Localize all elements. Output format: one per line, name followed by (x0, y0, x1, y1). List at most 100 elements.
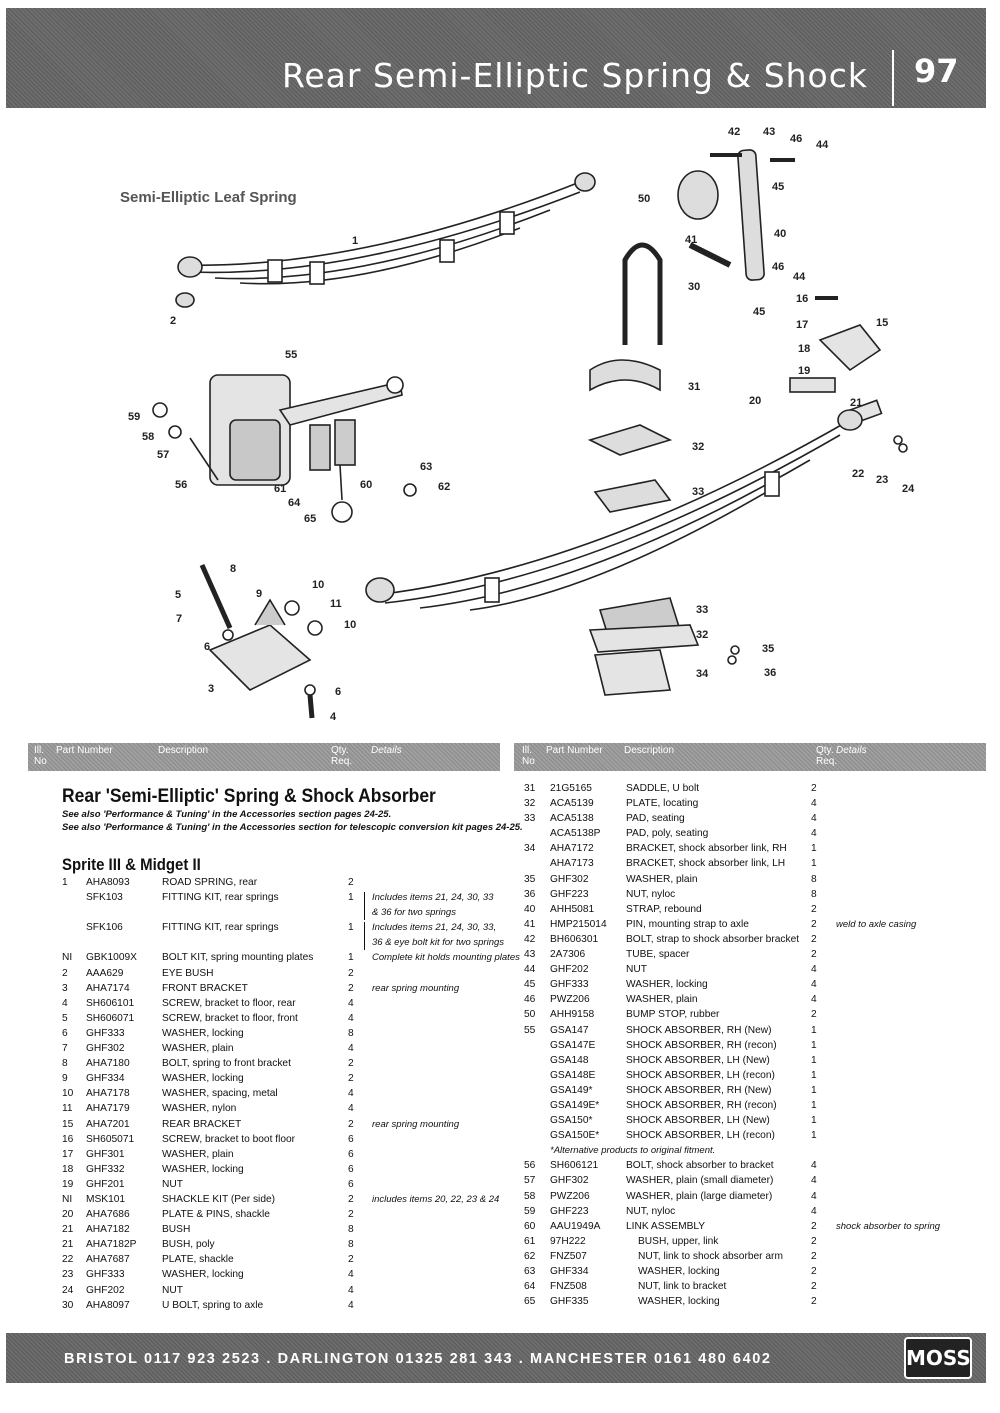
part-description: SHOCK ABSORBER, RH (New) (626, 1084, 772, 1096)
part-number: SH606071 (86, 1012, 135, 1024)
brace (360, 892, 365, 920)
front-bracket-drawing (199, 563, 323, 719)
ill-number: 42 (524, 933, 536, 945)
callout: 34 (696, 668, 709, 680)
quantity: 2 (348, 1209, 354, 1221)
details: Includes items 21, 24, 30, 33, (372, 922, 497, 934)
callout: 58 (142, 431, 154, 443)
part-description: U BOLT, spring to axle (162, 1299, 264, 1311)
ill-number: 57 (524, 1175, 536, 1187)
parts-row: 36 & eye bolt kit for two springs (62, 937, 504, 952)
part-number: GSA148 (550, 1054, 589, 1066)
part-number: HMP215014 (550, 918, 607, 930)
callout: 55 (285, 349, 297, 361)
part-number: AAA629 (86, 967, 124, 979)
part-description: SHOCK ABSORBER, LH (New) (626, 1054, 770, 1066)
part-description: ROAD SPRING, rear (162, 877, 258, 888)
part-description: WASHER, plain (large diameter) (626, 1190, 773, 1202)
part-number: GSA150E* (550, 1130, 600, 1142)
quantity: 1 (811, 858, 817, 870)
quantity: 1 (811, 1099, 817, 1111)
callout: 63 (420, 461, 432, 473)
part-number: GHF334 (550, 1266, 589, 1277)
ill-number: 60 (524, 1220, 536, 1232)
quantity: 1 (811, 1115, 817, 1127)
ill-number: 20 (62, 1209, 74, 1221)
part-number: ACA5138P (550, 828, 601, 840)
ill-number: 62 (524, 1250, 536, 1262)
ill-number: 46 (524, 994, 536, 1006)
callout: 15 (876, 317, 888, 329)
ill-number: 64 (524, 1281, 536, 1293)
callout: 43 (763, 126, 775, 138)
ill-number: 34 (524, 843, 536, 855)
quantity: 4 (348, 1284, 354, 1296)
part-description: BOLT KIT, spring mounting plates (162, 952, 314, 964)
ill-number: 40 (524, 903, 536, 915)
part-number: GBK1009X (86, 952, 137, 964)
part-number: GHF335 (550, 1296, 589, 1308)
parts-row: GSA150E*SHOCK ABSORBER, LH (recon)1 (524, 1130, 984, 1145)
part-number: SH606101 (86, 997, 135, 1009)
callout: 16 (796, 293, 808, 305)
parts-row: NI GBK1009X BOLT KIT, spring mounting plat… (62, 952, 520, 967)
ill-number: 45 (524, 979, 536, 991)
quantity: 1 (811, 843, 817, 855)
part-description: WASHER, locking (162, 1163, 244, 1175)
quantity: 1 (811, 1069, 817, 1081)
part-number: SH605071 (86, 1133, 135, 1145)
part-description: WASHER, locking (162, 1269, 244, 1281)
part-number: GHF332 (86, 1163, 125, 1175)
quantity: 4 (348, 1012, 354, 1024)
callout: 18 (798, 343, 810, 355)
callout: 42 (728, 126, 740, 138)
page-title: Rear Semi-Elliptic Spring & Shock (281, 56, 868, 95)
quantity: 2 (348, 1058, 354, 1070)
quantity: 8 (348, 1027, 354, 1039)
quantity: 8 (348, 1224, 354, 1236)
parts-row: & 36 for two springs (62, 907, 502, 922)
col-details: Details (371, 745, 402, 756)
part-number: FNZ508 (550, 1281, 587, 1293)
details: weld to axle casing (836, 918, 917, 930)
ill-number: NI (62, 952, 73, 964)
part-description: FITTING KIT, rear springs (162, 892, 279, 904)
part-description: NUT (162, 1178, 183, 1190)
callout: 36 (764, 667, 776, 679)
ill-number: 55 (524, 1024, 536, 1036)
quantity: 6 (348, 1133, 354, 1145)
part-number: AHA7179 (86, 1103, 130, 1115)
part-number: AHA8097 (86, 1299, 130, 1311)
col-ill-no: Ill. No (522, 745, 535, 767)
page-footer: BRISTOL 0117 923 2523 . DARLINGTON 01325… (6, 1333, 986, 1383)
callout: 19 (798, 365, 810, 377)
ill-number: 18 (62, 1163, 74, 1175)
part-number: 97H222 (550, 1235, 586, 1247)
quantity: 6 (348, 1178, 354, 1190)
part-number: AHA8093 (86, 877, 130, 888)
quantity: 1 (811, 1130, 817, 1142)
quantity: 2 (811, 933, 817, 945)
ill-number: 30 (62, 1299, 74, 1311)
branch-phone-numbers: BRISTOL 0117 923 2523 . DARLINGTON 01325… (64, 1351, 772, 1367)
part-number: SFK103 (86, 892, 123, 904)
part-number: SH606121 (550, 1160, 599, 1172)
part-number: FNZ507 (550, 1250, 587, 1262)
ill-number: NI (62, 1193, 73, 1205)
part-description: SCREW, bracket to floor, front (162, 1012, 298, 1024)
part-number: GHF223 (550, 1205, 589, 1217)
